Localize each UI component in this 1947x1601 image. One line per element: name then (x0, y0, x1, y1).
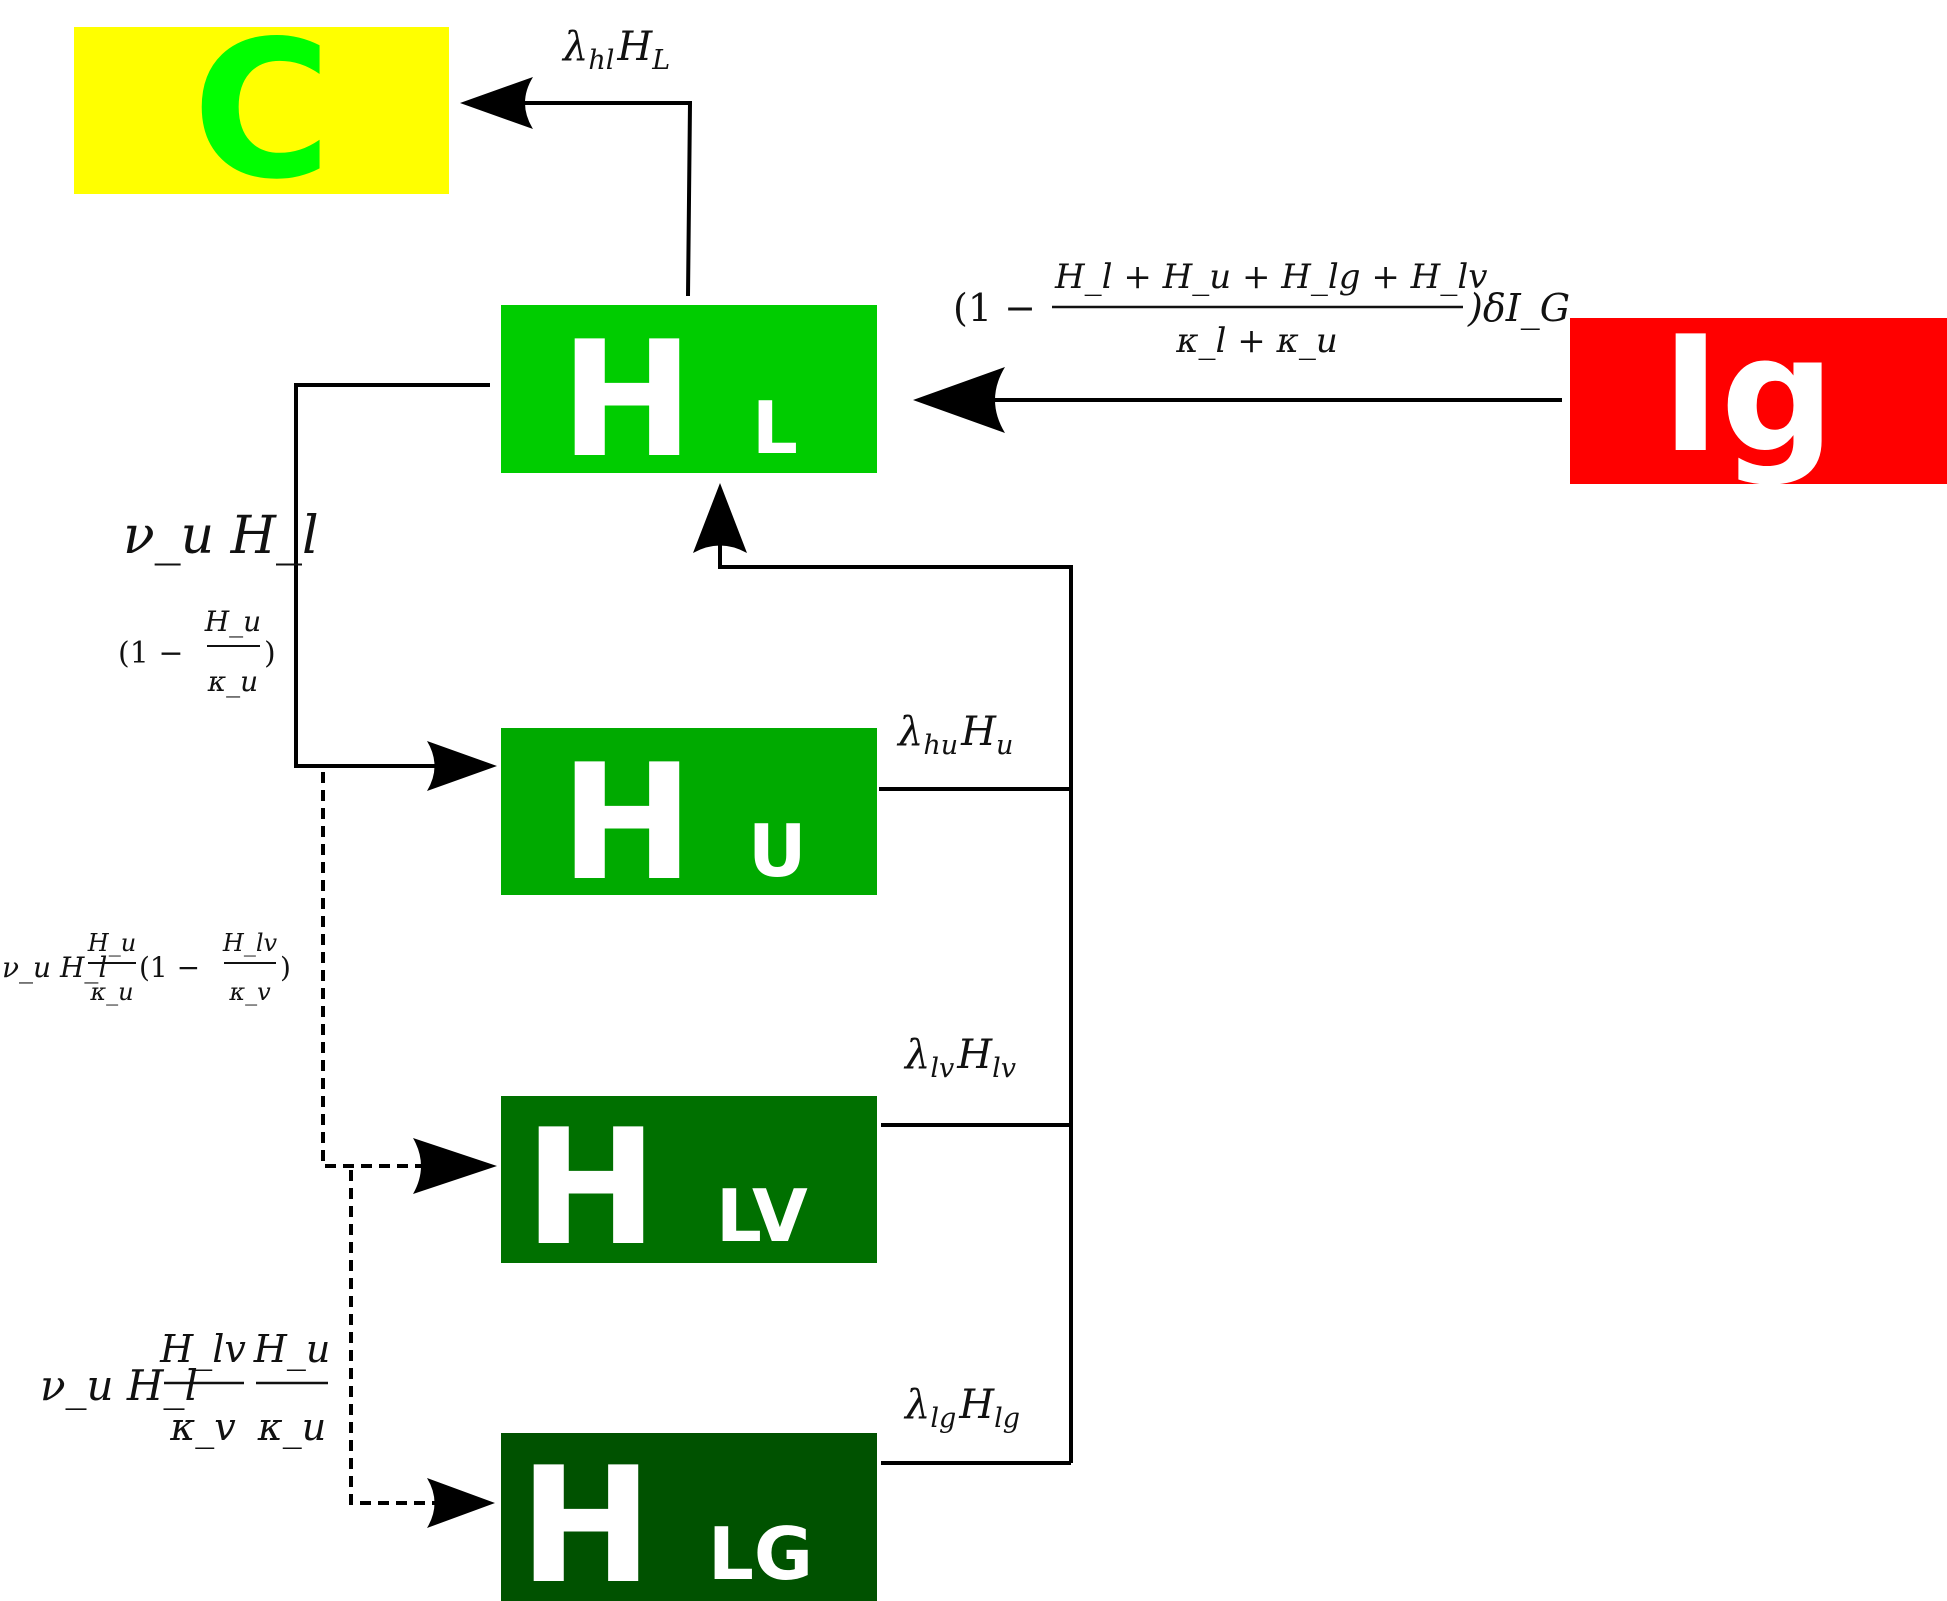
label-prefix: (1 − (953, 286, 1036, 330)
label-frac1-num: H_u (87, 929, 136, 957)
label-factor-num: H_u (204, 605, 261, 638)
label-hlv-to-hlg: ν_u H_l H_lv κ_v H_u κ_u (40, 1327, 330, 1450)
label-symbol: H (616, 24, 653, 70)
arrowhead-left-icon (460, 77, 533, 129)
label-symbol: H (960, 709, 997, 755)
node-hu: H U (501, 728, 877, 916)
edge-hlv-to-hlg (349, 1170, 440, 1505)
node-hu-box (501, 728, 877, 895)
label-factor-den: κ_u (207, 665, 258, 698)
arrowhead-up-icon (693, 483, 747, 553)
arrowheads (413, 77, 1005, 1528)
label-denominator: κ_l + κ_u (1175, 321, 1337, 361)
svg-text:λhlHL: λhlHL (561, 24, 670, 76)
edge-hu-to-hlv (321, 772, 440, 1168)
label-numerator: H_l + H_u + H_lg + H_lv (1054, 257, 1487, 297)
node-hu-sub: U (748, 809, 806, 893)
node-c: C (74, 0, 449, 221)
edge-hl-to-c (520, 101, 693, 297)
label-symbol: λ (561, 24, 588, 70)
node-ig-label: Ig (1661, 301, 1835, 488)
connectors (294, 101, 1562, 1465)
label-frac2-num: H_u (253, 1327, 331, 1372)
node-c-box (74, 27, 449, 194)
label-symbol: λ (903, 1032, 930, 1078)
dashed-connectors (321, 772, 440, 1505)
node-ig: Ig (1570, 301, 1947, 488)
label-frac2-den: κ_v (228, 978, 271, 1006)
label-suffix: )δI_G (1467, 286, 1570, 331)
node-hlg: H LG (501, 1432, 877, 1601)
label-subscript: lv (992, 1053, 1016, 1084)
label-hu-to-hlv: ν_u H_l H_u κ_u (1 − H_lv κ_v ) (2, 929, 291, 1006)
node-hlv-sub: LV (716, 1174, 808, 1258)
node-hl-box (501, 305, 877, 473)
arrowhead-right-icon (413, 1138, 497, 1194)
node-c-label: C (192, 0, 331, 221)
svg-text:λlvHlv: λlvHlv (903, 1032, 1016, 1084)
label-prefix: ν_u H_l (2, 951, 107, 984)
label-subscript: u (996, 730, 1013, 761)
node-hl: H L (501, 305, 877, 493)
label-prefix: ν_u H_l (40, 1361, 198, 1410)
label-frac1-den: κ_v (169, 1405, 236, 1450)
arrowhead-right-icon (427, 741, 497, 791)
label-frac1-den: κ_u (89, 978, 133, 1006)
label-frac2-num: H_lv (222, 929, 278, 957)
edge-hl-to-hu (294, 383, 490, 768)
node-hlv-main: H (524, 1094, 658, 1281)
label-subscript: hu (923, 730, 958, 761)
label-subscript: lg (994, 1403, 1020, 1434)
svg-text:λhuHu: λhuHu (896, 709, 1013, 761)
node-hlg-sub: LG (708, 1512, 813, 1596)
label-factor-prefix: (1 − (118, 636, 183, 671)
label-hl-to-c: λhlHL (561, 24, 670, 76)
label-ig-to-hl: (1 − H_l + H_u + H_lg + H_lv κ_l + κ_u )… (953, 257, 1570, 361)
label-symbol: λ (903, 1382, 930, 1428)
label-main: ν_u H_l (123, 506, 319, 566)
node-ig-box (1570, 318, 1947, 484)
label-hlg-return: λlgHlg (903, 1382, 1020, 1434)
arrowhead-left-icon (913, 367, 1005, 433)
node-hlg-box (501, 1433, 877, 1601)
label-hlv-return: λlvHlv (903, 1032, 1016, 1084)
label-subscript: L (651, 45, 670, 76)
node-hlv-box (501, 1096, 877, 1263)
node-hlg-main: H (519, 1432, 653, 1601)
node-hl-sub: L (752, 386, 798, 470)
label-middle: (1 − (139, 951, 200, 984)
label-factor-suffix: ) (264, 636, 276, 671)
label-hu-return: λhuHu (896, 709, 1013, 761)
label-subscript: lv (930, 1053, 954, 1084)
edge-return-bus (718, 530, 1073, 1463)
label-frac1-num: H_lv (159, 1327, 246, 1372)
label-frac2-den: κ_u (257, 1405, 326, 1450)
node-hl-main: H (560, 306, 694, 493)
label-subscript: lg (930, 1403, 956, 1434)
label-symbol: λ (896, 709, 923, 755)
label-symbol: H (956, 1032, 993, 1078)
label-subscript: hl (588, 45, 614, 76)
label-symbol: H (958, 1382, 995, 1428)
label-suffix: ) (280, 951, 291, 984)
node-hlv: H LV (501, 1094, 877, 1281)
svg-text:λlgHlg: λlgHlg (903, 1382, 1020, 1434)
arrowhead-right-icon (427, 1478, 495, 1528)
label-hl-to-hu: ν_u H_l (1 − H_u κ_u ) (118, 506, 319, 698)
node-hu-main: H (560, 729, 694, 916)
